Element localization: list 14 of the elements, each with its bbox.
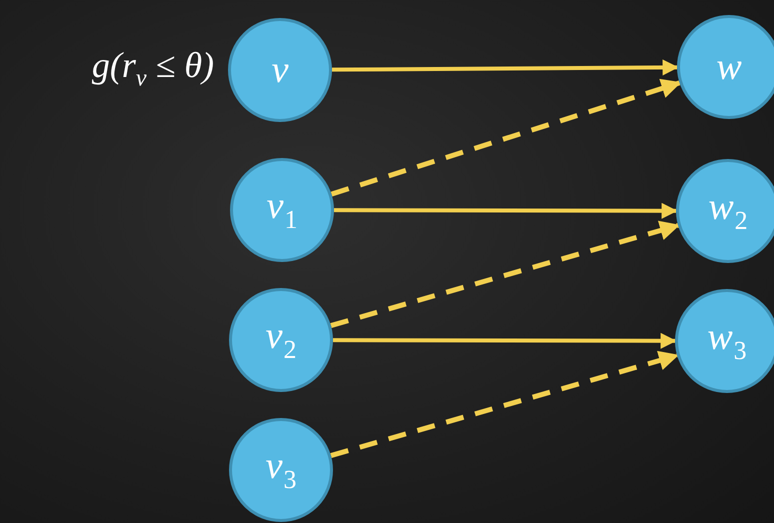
arrow <box>330 350 679 458</box>
node-label: w$_{2}$ <box>708 188 748 234</box>
node-label: v$_{3}$ <box>266 447 296 493</box>
node-label: v$_{2}$ <box>266 317 296 363</box>
node-label: v <box>272 51 288 89</box>
node-label: w <box>716 48 742 86</box>
arrow <box>332 59 679 76</box>
node-caption: g(r$_{v}$ ≤ θ) <box>92 44 214 92</box>
arrow <box>334 202 678 219</box>
arrow <box>330 78 682 197</box>
arrow <box>333 332 677 349</box>
arrow <box>330 220 680 328</box>
node-label: w$_{3}$ <box>707 318 747 364</box>
node-label: v$_{1}$ <box>266 187 298 233</box>
